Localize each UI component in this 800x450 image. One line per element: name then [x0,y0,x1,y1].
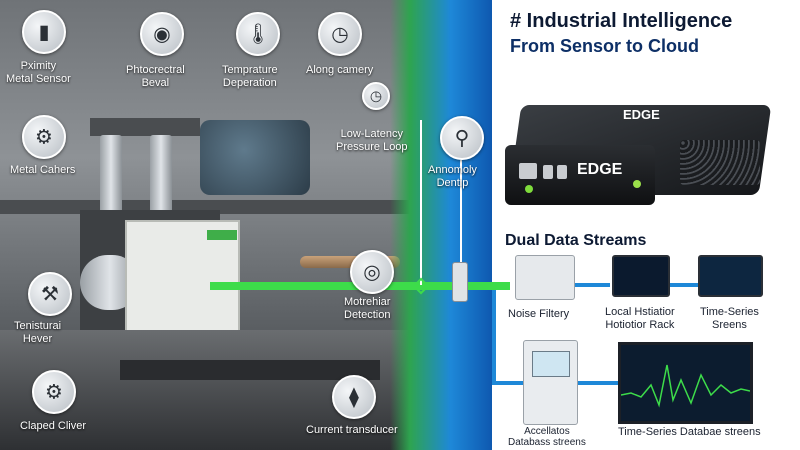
motor-icon: ◎ [350,250,394,294]
vent-grille [680,140,760,185]
stream-label-accelerator: Accellatos Databass streens [508,426,586,448]
page-title: # Industrial Intelligence [510,10,733,32]
sensor-label-temperature: Temprature Deperation [222,64,278,89]
edge-device: EDGE EDGE [505,85,785,215]
streams-heading: Dual Data Streams [505,232,647,249]
waveform-chart-icon [620,364,751,408]
sensor-label-tensional: Tenisturai Hever [14,320,62,345]
sensor-label-pressure-loop: Low-Latency Pressure Loop [336,128,408,153]
usb-port-icon-2 [557,165,567,179]
edge-front-label: EDGE [577,161,623,178]
sensor-label-motor-detection: Motrehiar Detection [344,296,391,321]
sensor-label-photoelectric: Phtocrectral Beval [126,64,185,89]
transition-band [390,0,500,450]
blue-flow-line-top [575,283,610,287]
status-led-icon [525,185,533,193]
sensor-label-proximity: Pximity Metal Sensor [6,60,71,85]
stream-label-noise-filter: Noise Filtery [508,308,570,320]
time-series-screen [698,255,763,297]
page-subtitle: From Sensor to Cloud [510,36,699,56]
noise-filter-device [515,255,575,300]
sensor-label-analog-camera: Along camery [306,64,374,76]
sensor-label-anomaly: Annomoly Dentip [428,164,477,189]
gear-icon: ⚙ [22,115,66,159]
current-transducer-icon: ⧫ [332,375,376,419]
clamp-icon: ⚙ [32,370,76,414]
stream-label-local-rack: Local Hstiatior Hotiotior Rack [605,306,675,331]
stream-label-ts-database: Time-Series Databae streens [618,426,761,438]
blue-flow-line-top2 [670,283,700,287]
ethernet-port-icon [519,163,537,179]
vertical-connector [420,120,422,285]
local-rack-screen [612,255,670,297]
anomaly-sensor-icon: ⚲ [440,116,484,160]
sensor-label-metal-cahers: Metal Cahers [10,164,76,176]
edge-top-label: EDGE [623,107,660,122]
photoelectric-sensor-icon: ◉ [140,12,184,56]
tension-sensor-icon: ⚒ [28,272,72,316]
stream-label-time-series: Time-Series Sreens [700,306,759,331]
signal-conditioner [452,262,468,302]
pressure-gauge-icon: ◷ [318,12,362,56]
proximity-sensor-icon: ▮ [22,10,66,54]
sensor-label-current-transducer: Current transducer [306,424,398,436]
vertical-connector-2 [460,160,462,285]
accelerator-device [523,340,578,425]
usb-port-icon [543,165,553,179]
sensor-label-clamped-cliver: Claped Cliver [20,420,87,432]
pressure-loop-gauge-icon: ◷ [362,82,390,110]
power-led-icon [633,180,641,188]
temperature-sensor-icon: 🌡 [236,12,280,56]
time-series-database-monitor [618,342,753,424]
blue-flow-line [492,290,496,385]
